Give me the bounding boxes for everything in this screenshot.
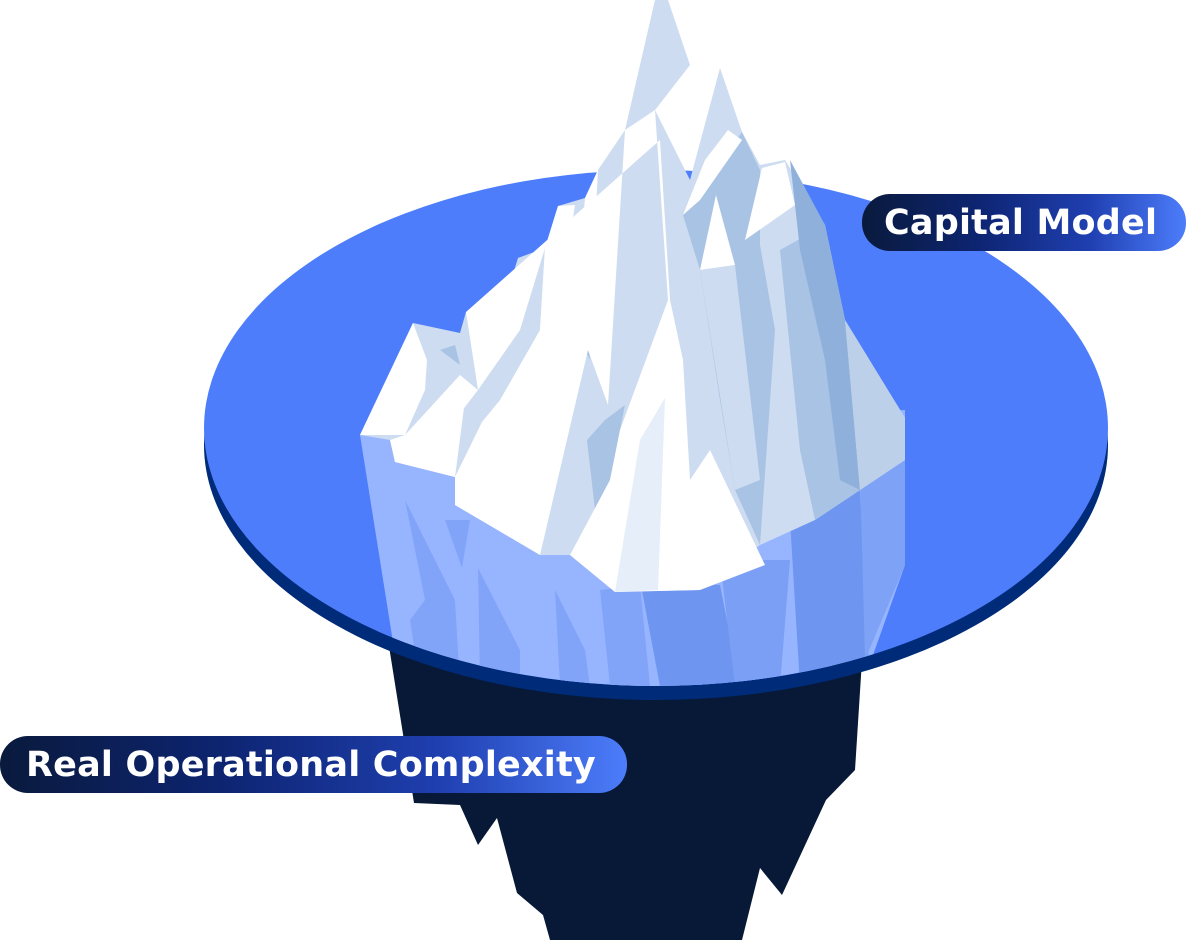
operational-complexity-label: Real Operational Complexity: [0, 736, 627, 793]
capital-model-label-text: Capital Model: [884, 202, 1158, 243]
operational-complexity-label-text: Real Operational Complexity: [26, 744, 596, 785]
iceberg-above-water: [360, 0, 905, 592]
deep-iceberg: [388, 640, 862, 940]
capital-model-label: Capital Model: [862, 194, 1186, 251]
